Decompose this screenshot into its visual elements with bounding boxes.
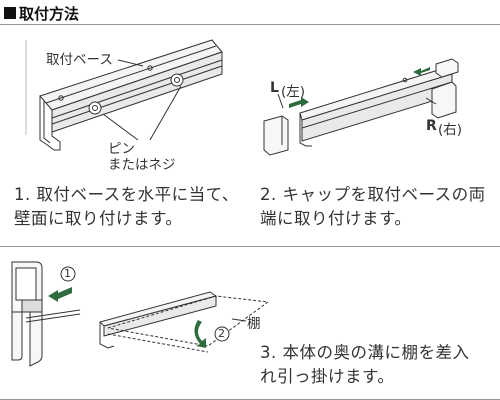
- left-cap-arrow-icon: [289, 97, 309, 108]
- label-shelf: 棚: [247, 316, 261, 332]
- step-3-line-1: 3. 本体の奥の溝に棚を差入: [260, 343, 470, 362]
- step-2-line-2: 端に取り付けます。: [260, 209, 412, 228]
- label-right-letter: R: [426, 118, 437, 134]
- figure-2-end-caps: [263, 58, 459, 156]
- figure-1-mounting-base: [25, 39, 223, 151]
- divider-middle: [0, 246, 500, 247]
- circle-two-label: 2: [218, 327, 225, 340]
- label-left-kanji: (左): [281, 84, 306, 100]
- figure-3-circle-2: [214, 326, 230, 342]
- figure-3-shelf-rail: [99, 291, 270, 353]
- step-1-line-2: 壁面に取り付けます。: [14, 209, 183, 228]
- arrow-step-1-icon: [48, 287, 72, 302]
- figure-3-profile: [11, 261, 81, 367]
- figure-3-arrow-2: [194, 320, 206, 348]
- step-1-line-1: 1. 取付ベースを水平に当て、: [14, 185, 239, 204]
- figure-3-arrow-1: [48, 287, 72, 302]
- label-mounting-base: 取付ベース: [46, 52, 113, 68]
- label-right-kanji: (右): [438, 122, 463, 138]
- figure-2-arrows: [289, 67, 430, 108]
- label-or-screw: またはネジ: [108, 157, 176, 173]
- section-title: 取付方法: [19, 4, 80, 23]
- heading-square-icon: [4, 7, 16, 19]
- label-left-letter: L: [270, 80, 279, 96]
- figure-3-circle-1: [60, 266, 76, 282]
- divider-top: [0, 24, 500, 25]
- right-cap-arrow-icon: [413, 67, 430, 76]
- arrow-step-2-icon: [194, 320, 206, 348]
- step-3-line-2: れ引っ掛けます。: [260, 367, 395, 386]
- label-pin: ピン: [108, 141, 135, 157]
- step-2-line-1: 2. キャップを取付ベースの両: [260, 185, 486, 204]
- section-heading: 取付方法: [4, 2, 79, 24]
- circle-one-label: 1: [64, 267, 71, 280]
